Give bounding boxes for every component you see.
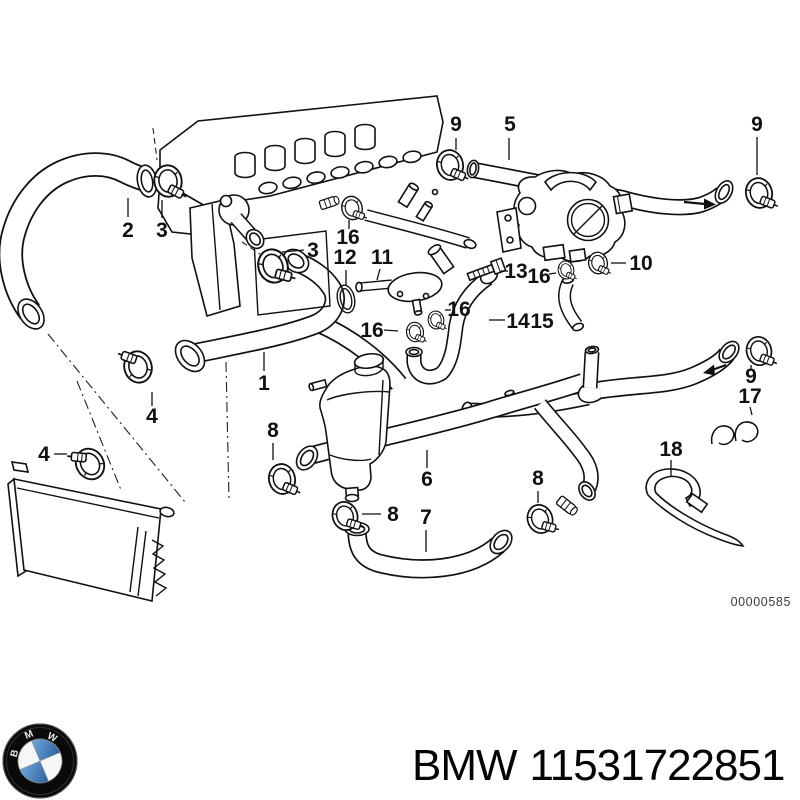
roundel-quadrants: B M W bbox=[9, 729, 63, 784]
pipe-junction bbox=[577, 345, 607, 404]
drawing-number: 00000585 bbox=[731, 595, 791, 609]
callout-16a: 16 bbox=[336, 226, 359, 249]
cable-strap-18 bbox=[645, 468, 745, 547]
callout-4b: 4 bbox=[38, 443, 50, 466]
callout-2: 2 bbox=[122, 219, 134, 242]
callout-12: 12 bbox=[333, 246, 356, 269]
callout-8a: 8 bbox=[267, 419, 279, 442]
callout-1: 1 bbox=[258, 372, 270, 395]
hose-1 bbox=[174, 248, 407, 391]
clamp-16d bbox=[404, 319, 429, 348]
clamp-9-top bbox=[433, 145, 473, 189]
callout-11: 11 bbox=[371, 246, 394, 269]
clamp-16a bbox=[338, 192, 370, 227]
callout-10: 10 bbox=[629, 252, 652, 275]
callout-6: 6 bbox=[421, 468, 433, 491]
clamp-8c bbox=[522, 499, 563, 543]
clamp-16c bbox=[426, 308, 449, 335]
bolt-13 bbox=[466, 257, 507, 282]
flow-arrow-left-icon bbox=[703, 363, 727, 376]
expansion-tank bbox=[308, 352, 391, 503]
cylinder-bosses bbox=[234, 123, 376, 179]
callout-15: 15 bbox=[530, 310, 554, 333]
callout-14: 14 bbox=[506, 310, 530, 333]
callout-7: 7 bbox=[420, 506, 432, 529]
breather-hose-right bbox=[558, 276, 585, 332]
clamp-9-right bbox=[741, 173, 782, 218]
flow-arrow-right-icon bbox=[683, 198, 716, 210]
head-barb-fitting bbox=[318, 194, 341, 211]
callout-8b: 8 bbox=[387, 503, 399, 526]
callout-8c: 8 bbox=[532, 467, 544, 490]
clamp-4a bbox=[113, 341, 157, 388]
intake-ports bbox=[258, 150, 422, 195]
throttle-body bbox=[496, 169, 634, 263]
callout-17: 17 bbox=[738, 385, 761, 408]
s-hose bbox=[533, 399, 599, 501]
roundel-letter-m: M bbox=[23, 729, 35, 742]
heater-pipe bbox=[364, 209, 477, 250]
callout-labels: 2 3 3 9 5 9 16 12 11 13 16 10 16 14 15 1… bbox=[38, 113, 763, 529]
callout-5: 5 bbox=[504, 113, 516, 136]
clip-17 bbox=[710, 421, 759, 446]
radiator bbox=[7, 461, 175, 602]
callout-18: 18 bbox=[659, 438, 683, 461]
o-ring-12 bbox=[336, 284, 356, 314]
callout-16c: 16 bbox=[447, 298, 470, 321]
callout-9-right: 9 bbox=[751, 113, 763, 136]
callout-16d: 16 bbox=[360, 319, 383, 342]
bmw-logo: B M W bbox=[2, 723, 78, 799]
callout-16b: 16 bbox=[527, 265, 550, 288]
water-valve bbox=[355, 243, 455, 316]
tank-outlet bbox=[344, 486, 360, 503]
thermostat-housing bbox=[218, 194, 265, 250]
head-fittings bbox=[397, 182, 439, 223]
callout-3b: 3 bbox=[307, 239, 319, 262]
hose-right-lower bbox=[598, 340, 740, 400]
callout-3a: 3 bbox=[156, 219, 168, 242]
roundel-letter-b: B bbox=[9, 749, 21, 759]
callout-9-lower: 9 bbox=[745, 365, 757, 388]
hose-7 bbox=[344, 521, 513, 579]
hose-2 bbox=[0, 152, 158, 330]
hose-7-barb-fitting bbox=[555, 494, 580, 518]
leader-lines bbox=[54, 137, 758, 552]
hose-14-15 bbox=[405, 267, 499, 385]
callout-9-top: 9 bbox=[450, 113, 462, 136]
callout-4a: 4 bbox=[146, 405, 158, 428]
callout-13: 13 bbox=[504, 260, 527, 283]
